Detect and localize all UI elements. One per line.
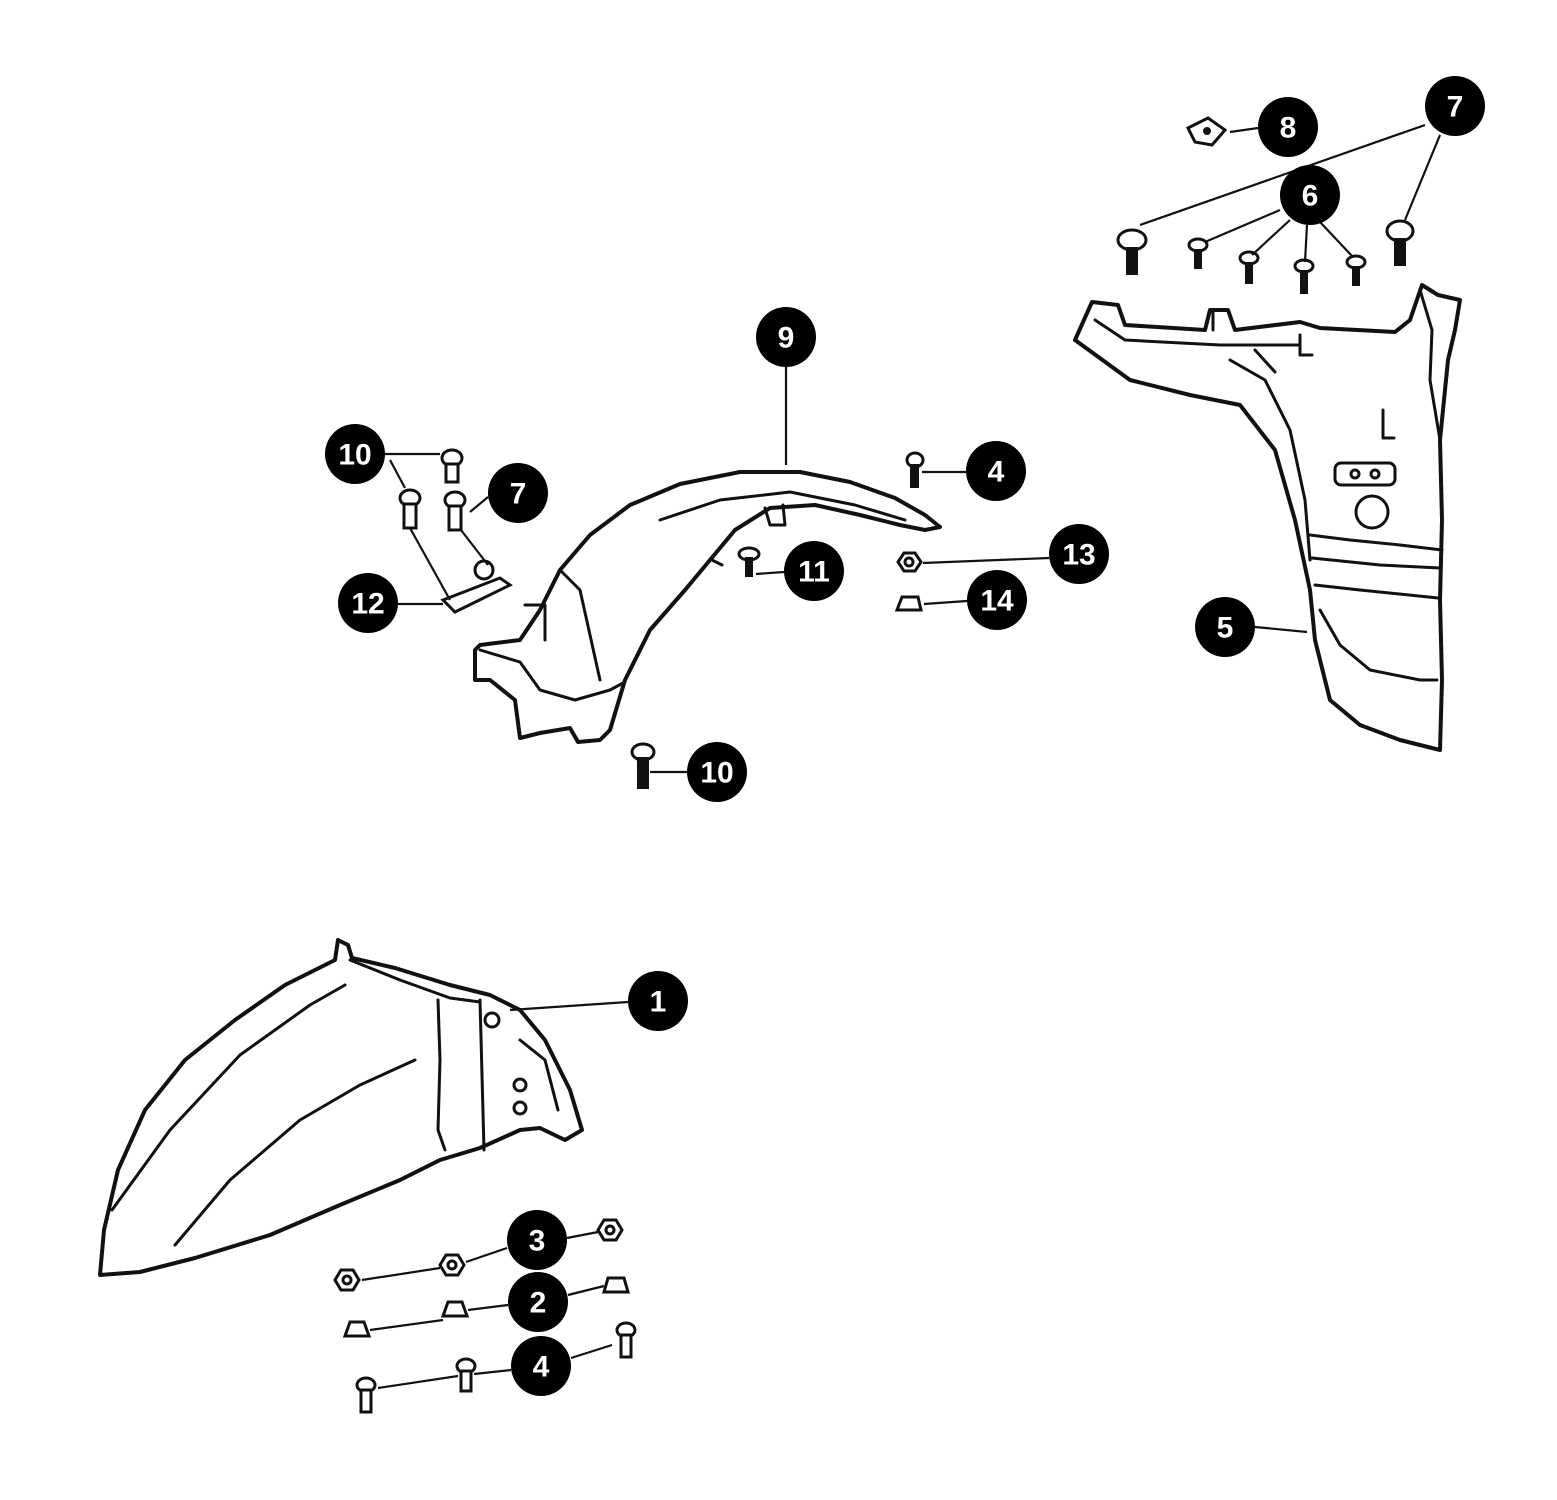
bolt-icon [1385, 219, 1415, 266]
callout-circle [508, 1272, 568, 1332]
callout-number: 10 [700, 757, 733, 790]
bolt-icon [630, 742, 656, 789]
callout-circle [966, 441, 1026, 501]
rivet-icon [440, 448, 464, 484]
callout-circle [784, 541, 844, 601]
callout-c12: 12 [338, 573, 398, 633]
bracket-icon [440, 559, 513, 614]
callout-circle [1258, 97, 1318, 157]
clip-nut-icon [1185, 116, 1228, 147]
callout-c10a: 10 [325, 424, 385, 484]
callout-circle [1280, 165, 1340, 225]
callout-number: 10 [338, 439, 371, 472]
bolt-icon [737, 546, 761, 577]
screw-icon [1187, 237, 1209, 269]
clip-icon [342, 1320, 372, 1338]
screw-icon [1238, 250, 1260, 284]
nut-icon [596, 1218, 624, 1242]
nut-icon [896, 551, 923, 573]
callout-number: 12 [351, 588, 384, 621]
callout-circle [1049, 524, 1109, 584]
callout-c5: 5 [1195, 597, 1255, 657]
callout-c10b: 10 [687, 742, 747, 802]
callout-c1: 1 [628, 971, 688, 1031]
callout-circle [507, 1210, 567, 1270]
callout-number: 9 [778, 322, 795, 355]
callout-c9: 9 [756, 307, 816, 367]
callout-number: 5 [1217, 612, 1234, 645]
callout-c8: 8 [1258, 97, 1318, 157]
callout-c14: 14 [967, 570, 1027, 630]
callout-number: 8 [1280, 112, 1297, 145]
callout-circle [1195, 597, 1255, 657]
callout-c3: 3 [507, 1210, 567, 1270]
screw-icon [1293, 258, 1315, 294]
screw-icon [355, 1376, 377, 1414]
callout-circle [756, 307, 816, 367]
callout-number: 7 [1447, 91, 1464, 124]
part-rear-mudguard [473, 470, 942, 744]
callout-circle [1425, 76, 1485, 136]
clip-icon [440, 1300, 470, 1318]
callout-number: 7 [510, 478, 527, 511]
callout-c11: 11 [784, 541, 844, 601]
callout-circle [967, 570, 1027, 630]
callout-circle [325, 424, 385, 484]
callout-c4b: 4 [511, 1336, 571, 1396]
nut-icon [438, 1253, 466, 1277]
callout-number: 1 [650, 986, 667, 1019]
callout-c7a: 7 [1425, 76, 1485, 136]
pin-icon [905, 451, 925, 488]
callout-c6: 6 [1280, 165, 1340, 225]
clip-icon [894, 595, 923, 612]
part-rear-inner-fender [1073, 283, 1462, 752]
callout-circle [488, 463, 548, 523]
callout-number: 13 [1062, 539, 1095, 572]
rivet-icon [398, 488, 422, 530]
callout-c7b: 7 [488, 463, 548, 523]
callout-circle [628, 971, 688, 1031]
callout-circle [338, 573, 398, 633]
leader-lines [361, 123, 1442, 1390]
callout-circle [511, 1336, 571, 1396]
callout-number: 2 [530, 1287, 547, 1320]
fasteners [333, 116, 1415, 1414]
rivet-icon [443, 490, 467, 532]
callout-number: 14 [980, 585, 1014, 618]
part-front-mudguard [98, 938, 584, 1277]
callout-c4a: 4 [966, 441, 1026, 501]
callout-circle [687, 742, 747, 802]
callout-number: 3 [529, 1225, 546, 1258]
callout-c2: 2 [508, 1272, 568, 1332]
screw-icon [1345, 254, 1367, 286]
bolt-icon [1116, 228, 1148, 275]
callout-number: 4 [988, 456, 1005, 489]
nut-icon [333, 1268, 361, 1292]
callout-number: 4 [533, 1351, 550, 1384]
clip-icon [602, 1276, 630, 1294]
callout-number: 6 [1302, 180, 1319, 213]
callout-c13: 13 [1049, 524, 1109, 584]
screw-icon [615, 1321, 637, 1359]
screw-icon [455, 1357, 477, 1393]
callout-number: 11 [798, 556, 830, 589]
